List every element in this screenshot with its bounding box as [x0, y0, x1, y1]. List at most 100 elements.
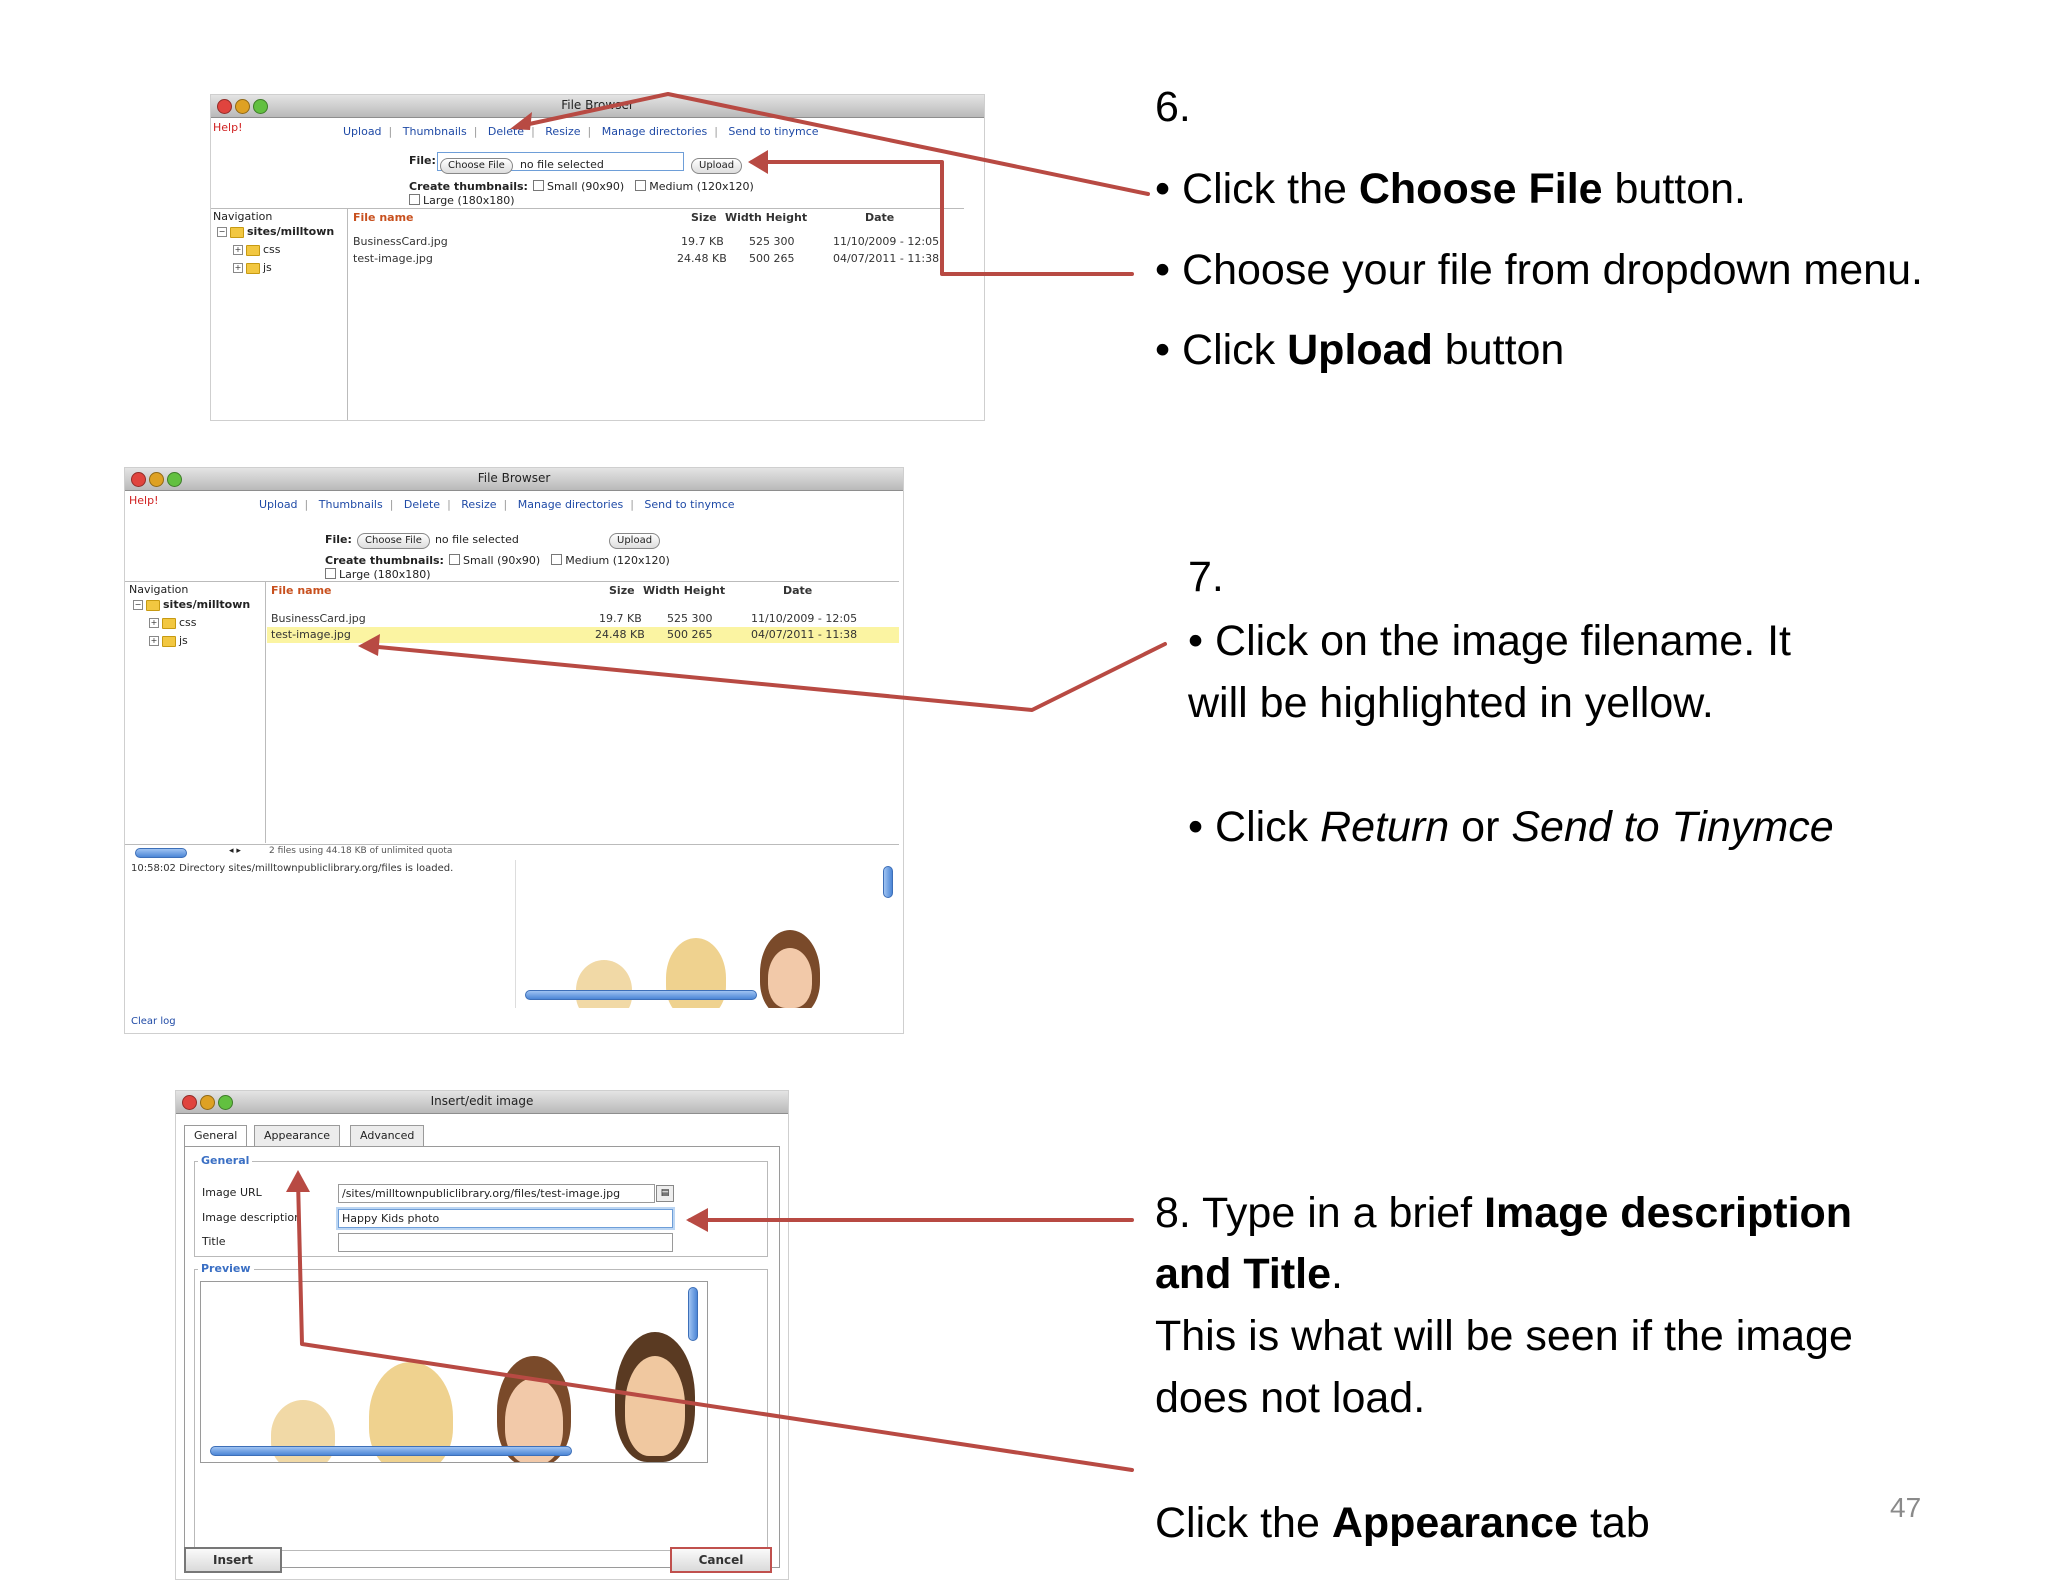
close-window-icon[interactable]	[217, 99, 232, 114]
tree-css[interactable]: +css	[233, 243, 281, 256]
menu-resize[interactable]: Resize	[461, 498, 497, 511]
file-input[interactable]: Choose File no file selected	[437, 152, 684, 174]
menu-thumbnails[interactable]: Thumbnails	[318, 498, 383, 511]
arrowhead-icon	[286, 1170, 310, 1192]
menu-upload[interactable]: Upload	[343, 125, 382, 138]
arrowhead-icon	[748, 150, 768, 174]
status-text: 2 files using 44.18 KB of unlimited quot…	[269, 846, 453, 856]
preview-scrollbar[interactable]	[525, 990, 757, 1000]
zoom-window-icon[interactable]	[218, 1095, 233, 1110]
root-folder-label: sites/milltown	[163, 598, 251, 611]
arrow-choose-file	[518, 92, 1150, 196]
cancel-button[interactable]: Cancel	[670, 1547, 772, 1573]
col-file-name[interactable]: File name	[353, 211, 414, 224]
col-date[interactable]: Date	[783, 584, 813, 597]
preview-vertical-scrollbar[interactable]	[688, 1287, 698, 1341]
medium-label: Medium (120x120)	[649, 180, 754, 193]
help-link[interactable]: Help!	[129, 494, 159, 507]
close-window-icon[interactable]	[182, 1095, 197, 1110]
horizontal-scrollbar[interactable]	[135, 848, 187, 858]
small-checkbox[interactable]	[449, 554, 461, 565]
menu-delete[interactable]: Delete	[403, 498, 441, 511]
menu-send-to-tinymce[interactable]: Send to tinymce	[644, 498, 735, 511]
step-8-line-3: This is what will be seen if the image	[1155, 1312, 1853, 1360]
tree-root[interactable]: −sites/milltown	[133, 598, 251, 611]
navigation-heading: Navigation	[213, 210, 273, 223]
menu-resize[interactable]: Resize	[545, 125, 581, 138]
page-number: 47	[1890, 1492, 1922, 1523]
menu-thumbnails[interactable]: Thumbnails	[402, 125, 467, 138]
close-window-icon[interactable]	[131, 472, 146, 487]
file-row-date: 11/10/2009 - 12:05	[833, 235, 940, 248]
upload-button[interactable]: Upload	[691, 158, 743, 174]
minimize-window-icon[interactable]	[235, 99, 250, 114]
create-thumbnails-label: Create thumbnails:	[325, 554, 444, 567]
col-size[interactable]: Size	[609, 584, 635, 597]
choose-file-button[interactable]: Choose File	[440, 158, 513, 174]
clear-log-link[interactable]: Clear log	[131, 1016, 176, 1027]
file-row-date: 04/07/2011 - 11:38	[751, 628, 858, 641]
menu-send-to-tinymce[interactable]: Send to tinymce	[728, 125, 819, 138]
col-width-height[interactable]: Width Height	[643, 584, 726, 597]
title-bar: File Browser	[125, 468, 903, 491]
upload-button[interactable]: Upload	[609, 533, 661, 549]
file-row-date: 11/10/2009 - 12:05	[751, 612, 858, 625]
step-7-bullet-1-line-1: • Click on the image filename. It	[1188, 617, 1792, 665]
file-row-name[interactable]: test-image.jpg	[353, 252, 433, 265]
menu-manage-directories[interactable]: Manage directories	[601, 125, 708, 138]
file-row-name[interactable]: BusinessCard.jpg	[271, 612, 366, 625]
scroll-arrows-icon[interactable]: ◂ ▸	[229, 846, 241, 856]
no-file-text: no file selected	[434, 533, 519, 546]
title-input[interactable]	[338, 1233, 673, 1252]
col-size[interactable]: Size	[691, 211, 717, 224]
tree-css[interactable]: +css	[149, 616, 197, 629]
preview-image	[200, 1281, 708, 1463]
file-label: File:	[325, 533, 352, 546]
large-checkbox[interactable]	[409, 194, 420, 205]
insert-button[interactable]: Insert	[184, 1547, 282, 1573]
minimize-window-icon[interactable]	[200, 1095, 215, 1110]
col-file-name[interactable]: File name	[271, 584, 332, 597]
tab-general[interactable]: General	[184, 1125, 248, 1146]
step-8-line-5: Click the Appearance tab	[1155, 1499, 1650, 1547]
choose-file-button[interactable]: Choose File	[357, 533, 430, 549]
file-row-name-selected[interactable]: test-image.jpg	[271, 628, 351, 641]
help-link[interactable]: Help!	[213, 121, 243, 134]
arrowhead-icon	[510, 112, 532, 130]
medium-checkbox[interactable]	[635, 180, 647, 191]
medium-checkbox[interactable]	[551, 554, 563, 565]
file-row-dims: 525 300	[667, 612, 713, 625]
menu-bar: Upload| Thumbnails| Delete| Resize| Mana…	[343, 125, 819, 138]
tree-js[interactable]: +js	[233, 261, 272, 274]
image-description-input[interactable]: Happy Kids photo	[338, 1209, 673, 1228]
col-width-height[interactable]: Width Height	[725, 211, 808, 224]
navigation-heading: Navigation	[129, 583, 189, 596]
small-checkbox[interactable]	[533, 180, 545, 191]
zoom-window-icon[interactable]	[167, 472, 182, 487]
col-date[interactable]: Date	[865, 211, 895, 224]
medium-label: Medium (120x120)	[565, 554, 670, 567]
image-url-label: Image URL	[202, 1186, 262, 1199]
preview-horizontal-scrollbar[interactable]	[210, 1446, 572, 1456]
file-row-size: 19.7 KB	[681, 235, 724, 248]
zoom-window-icon[interactable]	[253, 99, 268, 114]
folder-label: js	[263, 261, 272, 274]
vertical-scrollbar[interactable]	[883, 866, 893, 898]
image-url-input[interactable]: /sites/milltownpubliclibrary.org/files/t…	[338, 1184, 655, 1203]
step-7-number: 7.	[1188, 553, 1224, 601]
create-thumbnails-label: Create thumbnails:	[409, 180, 528, 193]
menu-upload[interactable]: Upload	[259, 498, 298, 511]
minimize-window-icon[interactable]	[149, 472, 164, 487]
file-row-name[interactable]: BusinessCard.jpg	[353, 235, 448, 248]
browse-icon[interactable]: ▤	[656, 1185, 674, 1202]
large-checkbox[interactable]	[325, 568, 336, 579]
folder-icon	[162, 617, 176, 629]
tree-js[interactable]: +js	[149, 634, 188, 647]
menu-manage-directories[interactable]: Manage directories	[517, 498, 624, 511]
file-row-size: 24.48 KB	[595, 628, 645, 641]
tab-appearance[interactable]: Appearance	[254, 1125, 341, 1146]
general-legend: General	[198, 1154, 253, 1167]
tab-advanced[interactable]: Advanced	[350, 1125, 425, 1146]
insert-image-dialog: Insert/edit image General Appearance Adv…	[175, 1090, 789, 1580]
tree-root[interactable]: −sites/milltown	[217, 225, 335, 238]
